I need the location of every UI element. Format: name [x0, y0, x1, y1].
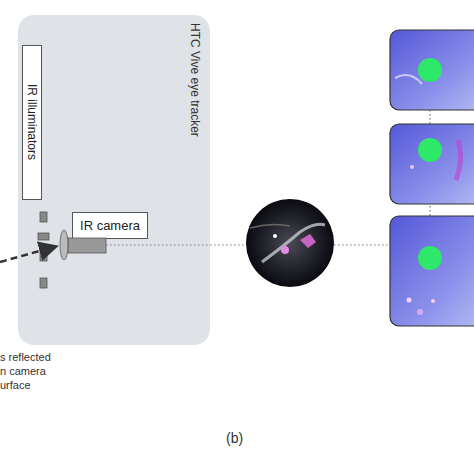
eyelash — [250, 224, 290, 228]
frame-detail — [456, 140, 461, 180]
eye-frame — [390, 124, 474, 204]
device-title: HTC Vive eye tracker — [188, 23, 202, 137]
annotation-text: n camera — [0, 365, 46, 377]
component-box: IR camera — [72, 212, 148, 239]
annotation-text: urface — [0, 379, 31, 391]
glint — [407, 298, 412, 303]
pupil-marker — [418, 58, 442, 82]
eye-frame — [390, 216, 474, 326]
pupil-marker — [418, 138, 442, 162]
component-box: IR illuminators — [22, 45, 42, 200]
eye-glint — [300, 234, 316, 248]
component-label: IR illuminators — [23, 46, 41, 199]
glint — [410, 165, 414, 169]
eye-frame — [390, 30, 474, 110]
eye-image — [246, 199, 334, 287]
eye-glint — [281, 246, 289, 254]
figure-caption: (b) — [226, 430, 243, 446]
glint — [431, 299, 435, 303]
device-panel: HTC Vive eye tracker IR illuminators IR ca… — [18, 15, 210, 345]
glint — [417, 309, 423, 315]
pupil-marker — [418, 246, 442, 270]
frame-detail — [395, 75, 422, 84]
panel-link — [430, 70, 431, 258]
eye-highlight — [262, 224, 325, 262]
annotation-text: s reflected — [0, 351, 51, 363]
component-label: IR camera — [73, 213, 147, 238]
eye-glint — [273, 234, 277, 238]
